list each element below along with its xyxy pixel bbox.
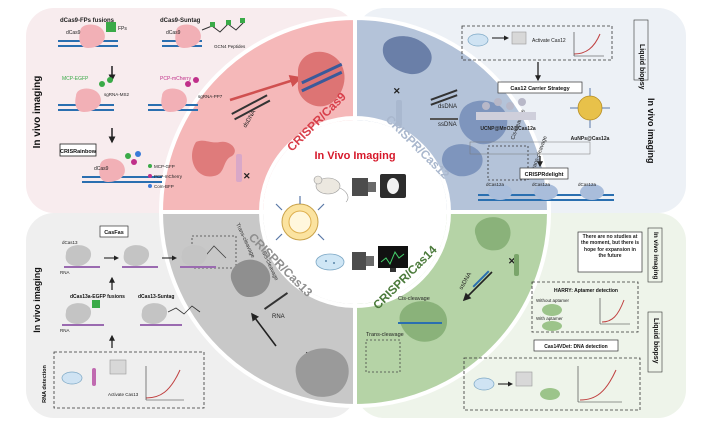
tl-pcp-mcherry: PCP-mCherry xyxy=(160,76,192,82)
bl-rna-b: RNA xyxy=(60,328,70,333)
cas12-dsdna-label: dsDNA xyxy=(438,104,457,110)
tl-dcas9-a: dCas9 xyxy=(66,30,81,36)
mouse-icon xyxy=(313,175,349,203)
tr-delight: CRISPRdelight xyxy=(525,172,564,178)
br-no-studies: There are no studies at the moment, but … xyxy=(580,234,640,259)
cas14-x-mark: ✕ xyxy=(508,256,516,266)
wheel xyxy=(158,15,552,409)
tl-legend-0: MCP-GFP xyxy=(154,164,175,169)
nanoparticle-icon xyxy=(275,196,325,241)
panel-top-right-content: Activate Cas12 Liquid biopsy Cas12 Carri… xyxy=(461,19,656,201)
tl-legend-1: PCP-mCherry xyxy=(154,174,183,179)
bl-rna-a: RNA xyxy=(60,270,70,275)
bl-dcas13-a: dCas13 xyxy=(62,240,78,245)
panel-bottom-left-content: In vivo imaging CasFas dCas13 RNA dCas13… xyxy=(32,225,216,409)
tl-side-label: In vivo imaging xyxy=(32,76,43,149)
tr-liquid-biopsy: Liquid biopsy xyxy=(638,44,645,90)
tl-gcn4-label: GCN4 Peptides xyxy=(214,44,246,49)
tl-dcas9-b: dCas9 xyxy=(166,30,181,36)
tl-sgrna-ms2: sgRNA-MS2 xyxy=(104,92,130,97)
tl-fps-label: FPs xyxy=(118,26,127,32)
panel-bottom-right-content: There are no studies at the moment, but … xyxy=(463,227,663,411)
center-title: In Vivo Imaging xyxy=(314,150,395,162)
panel-top-left-content: In vivo imaging dCas9-FPs fusions dCas9-… xyxy=(32,18,246,189)
tr-activate: Activate Cas12 xyxy=(532,38,566,44)
cas14-trans-label: Trans-cleavage xyxy=(366,332,404,338)
monitor-icon xyxy=(378,246,408,272)
tr-ucnp: UCNP@MnO2@Cas12a xyxy=(480,126,536,132)
tl-sgrna-pp7: sgRNA-PP7 xyxy=(198,94,223,99)
petri-dish-icon xyxy=(315,253,345,271)
tl-legend-2: Com-BFP xyxy=(154,184,174,189)
tl-mcp-egfp: MCP-EGFP xyxy=(62,76,89,82)
bl-egfp-fusions: dCas13a-EGFP fusions xyxy=(70,294,125,300)
cas12-x-mark: ✕ xyxy=(393,86,401,96)
cas12-ssdna-label: ssDNA xyxy=(438,122,457,128)
br-without-aptamer: Without aptamer xyxy=(536,298,570,303)
tr-aunp: AuNPs@Cas12a xyxy=(571,136,610,142)
sequencer-icon xyxy=(352,252,374,270)
aunp-particle-icon xyxy=(570,88,610,128)
cas9-x-mark: ✕ xyxy=(243,171,251,181)
tr-cas12a-1: dCas12a xyxy=(532,182,551,187)
br-liquid-biopsy: Liquid biopsy xyxy=(652,318,659,364)
tl-header-suntag: dCas9-Suntag xyxy=(160,18,201,24)
tr-cas12a-2: dCas12a xyxy=(578,182,597,187)
center-content: In Vivo Imaging xyxy=(275,150,408,272)
bl-rna-detection: RNA detection xyxy=(42,365,48,403)
ucnp-particles-icon xyxy=(476,98,536,120)
br-in-vivo: In vivo imaging xyxy=(652,232,659,279)
bl-activate: Activate Cas13 xyxy=(108,392,139,397)
cas13-rna-label: RNA xyxy=(272,314,285,320)
tl-dcas9-c: dCas9 xyxy=(94,166,109,172)
bl-suntag: dCas13-Suntag xyxy=(138,294,174,300)
br-cas14: Cas14VDet: DNA detection xyxy=(544,344,607,350)
bl-side-label: In vivo imaging xyxy=(32,267,42,333)
bl-casfas: CasFas xyxy=(104,230,124,236)
tl-header-fusions: dCas9-FPs fusions xyxy=(60,18,115,24)
cas14-cis-label: Cis-cleavage xyxy=(398,296,430,302)
br-harry: HARRY: Aptamer detection xyxy=(554,288,618,294)
br-with-aptamer: With aptamer xyxy=(536,316,563,321)
imaging-device-icon xyxy=(352,174,406,198)
tr-in-vivo: In vivo imaging xyxy=(646,98,656,164)
tr-cas12a-0: dCas12a xyxy=(486,182,505,187)
tl-crisrainbow: CRISRainbow xyxy=(60,149,97,155)
tr-carrier: Cas12 Carrier Strategy xyxy=(510,86,570,92)
